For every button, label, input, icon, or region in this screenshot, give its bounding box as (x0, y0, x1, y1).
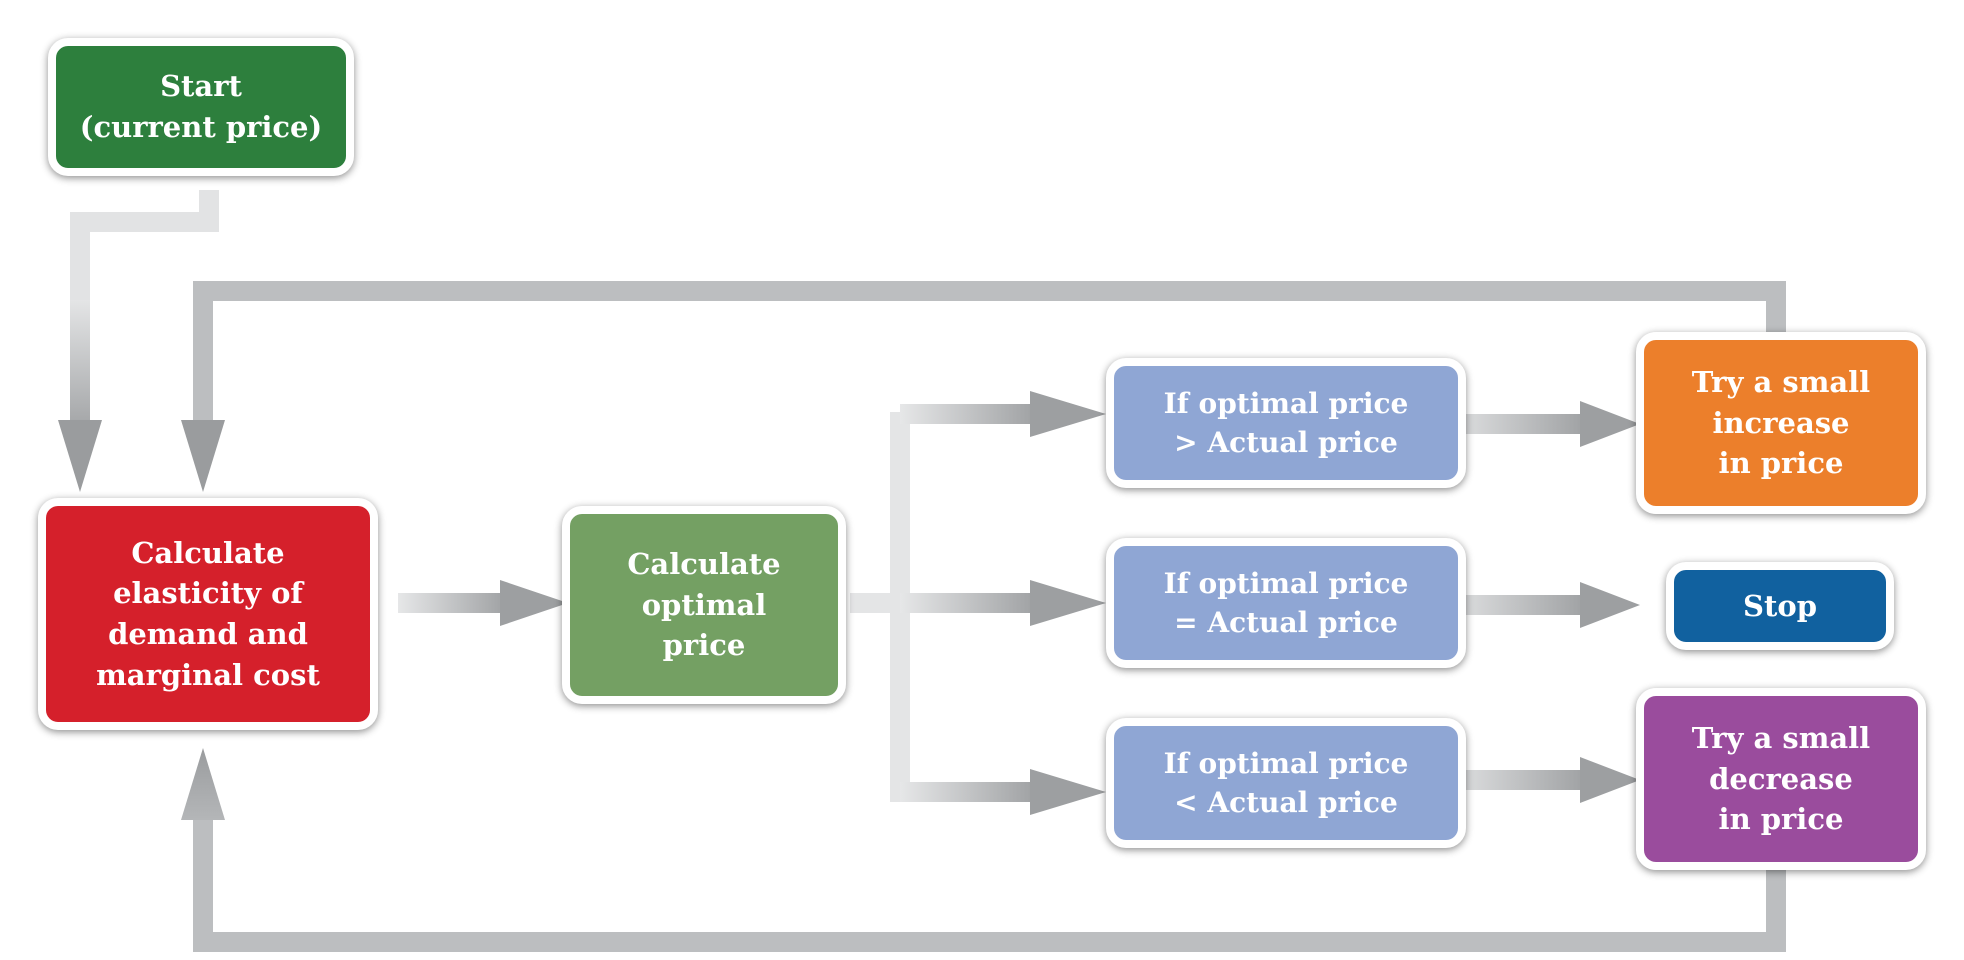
start-node-line1: Start (160, 69, 242, 104)
optimal-line1: Calculate (627, 547, 781, 582)
decrease-line1: Try a small (1691, 721, 1871, 756)
arrow-to-if-less (900, 769, 1106, 815)
decrease-line2: decrease (1709, 761, 1853, 796)
if-equal-line2: = Actual price (1174, 606, 1398, 639)
arrow-if-equal-to-stop (1440, 582, 1640, 628)
arrow-if-less-to-decrease (1440, 757, 1640, 803)
arrow-to-if-greater (900, 391, 1106, 437)
if-equal-node: If optimal price = Actual price (1106, 538, 1466, 668)
stop-line1: Stop (1743, 588, 1817, 623)
elasticity-line4: marginal cost (96, 657, 320, 692)
if-equal-line1: If optimal price (1163, 566, 1409, 600)
if-greater-line2: > Actual price (1174, 426, 1398, 459)
stop-node: Stop (1666, 562, 1894, 650)
arrow-if-greater-to-increase (1440, 401, 1640, 447)
if-greater-line1: If optimal price (1163, 386, 1409, 420)
arrow-to-if-equal (900, 580, 1106, 626)
elasticity-line2: elasticity of (113, 576, 303, 611)
decrease-node: Try a small decrease in price (1636, 688, 1926, 870)
start-node-line2: (current price) (79, 110, 323, 144)
start-node: Start (current price) (48, 38, 354, 176)
elasticity-line3: demand and (108, 617, 308, 651)
increase-line3: in price (1718, 446, 1844, 481)
loop-increase-to-elasticity (181, 281, 1786, 492)
connector-start-to-elasticity (58, 190, 219, 492)
if-less-node: If optimal price < Actual price (1106, 718, 1466, 848)
increase-line1: Try a small (1691, 365, 1871, 400)
optimal-line3: price (662, 628, 746, 663)
increase-line2: increase (1712, 405, 1850, 440)
increase-node: Try a small increase in price (1636, 332, 1926, 514)
calculate-elasticity-node: Calculate elasticity of demand and margi… (38, 498, 378, 730)
if-greater-node: If optimal price > Actual price (1106, 358, 1466, 488)
calculate-optimal-node: Calculate optimal price (562, 506, 846, 704)
connector-elasticity-to-optimal (398, 580, 568, 626)
elasticity-line1: Calculate (131, 535, 285, 570)
decrease-line3: in price (1718, 802, 1844, 837)
optimal-line2: optimal (641, 587, 767, 622)
if-less-line2: < Actual price (1174, 786, 1398, 819)
if-less-line1: If optimal price (1163, 746, 1409, 780)
loop-decrease-to-elasticity (181, 748, 1786, 952)
